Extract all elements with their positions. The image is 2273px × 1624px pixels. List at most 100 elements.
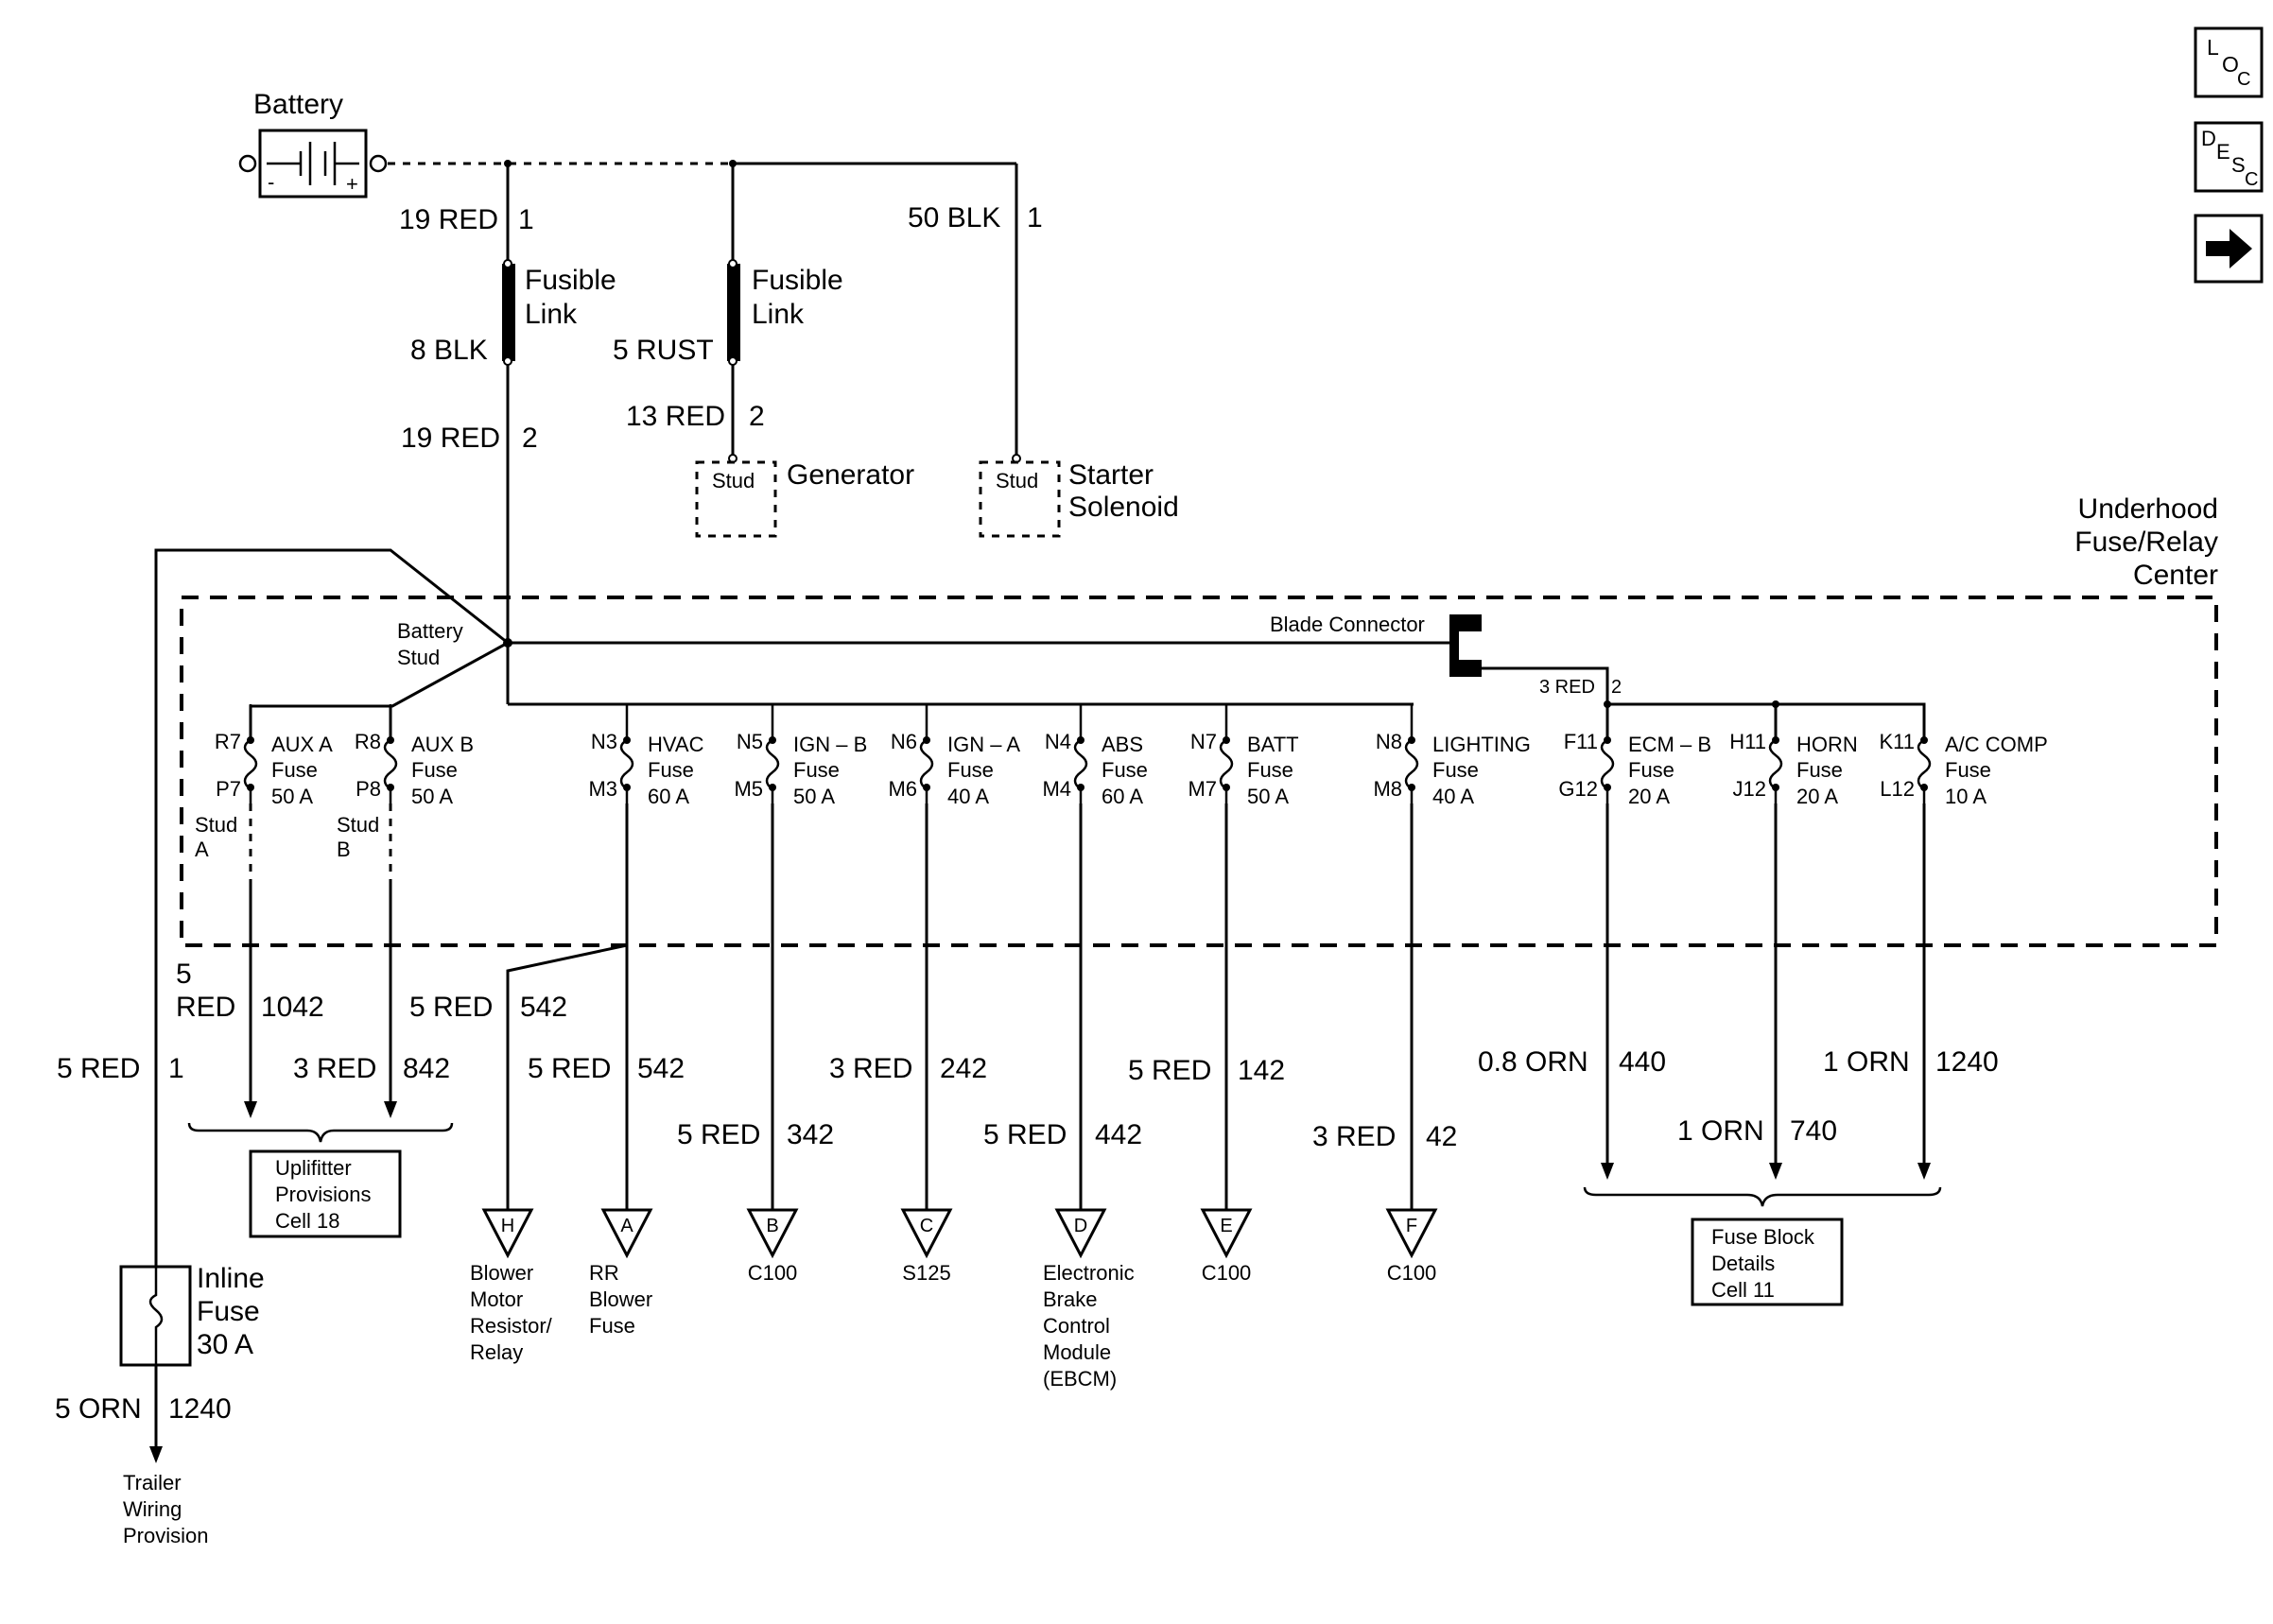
- desc-button[interactable]: D E S C: [2194, 121, 2264, 193]
- svg-text:Cell 18: Cell 18: [275, 1209, 339, 1233]
- svg-text:50 A: 50 A: [793, 785, 835, 808]
- svg-text:20 A: 20 A: [1796, 785, 1838, 808]
- svg-text:IGN – A: IGN – A: [947, 733, 1020, 756]
- next-arrow-button[interactable]: [2194, 214, 2264, 284]
- svg-text:42: 42: [1426, 1121, 1457, 1152]
- svg-text:Wiring: Wiring: [123, 1497, 182, 1521]
- svg-text:2: 2: [1611, 677, 1622, 698]
- generator-label: Generator: [787, 459, 914, 491]
- svg-text:20 A: 20 A: [1628, 785, 1670, 808]
- svg-text:M7: M7: [1188, 777, 1217, 801]
- svg-text:Blade Connector: Blade Connector: [1270, 613, 1425, 636]
- svg-text:30 A: 30 A: [197, 1329, 253, 1360]
- svg-text:HORN: HORN: [1796, 733, 1858, 756]
- svg-text:440: 440: [1619, 1046, 1666, 1078]
- svg-text:RED: RED: [176, 992, 235, 1023]
- svg-text:740: 740: [1790, 1115, 1837, 1147]
- svg-text:Resistor/: Resistor/: [470, 1314, 553, 1338]
- svg-text:E: E: [1220, 1216, 1232, 1236]
- fuse-relay-center-outline: [180, 596, 2218, 947]
- svg-text:F: F: [1406, 1216, 1417, 1236]
- svg-text:50 BLK: 50 BLK: [908, 202, 1000, 233]
- generator-stud: Stud: [695, 460, 777, 538]
- svg-text:N4: N4: [1045, 730, 1071, 753]
- svg-text:C100: C100: [1202, 1261, 1252, 1285]
- svg-text:M8: M8: [1373, 777, 1402, 801]
- svg-text:542: 542: [637, 1053, 685, 1084]
- svg-text:5 RED: 5 RED: [57, 1053, 140, 1084]
- svg-text:S125: S125: [902, 1261, 950, 1285]
- svg-text:N7: N7: [1190, 730, 1217, 753]
- svg-text:Center: Center: [2133, 560, 2218, 591]
- svg-text:ECM – B: ECM – B: [1628, 733, 1711, 756]
- svg-text:19 RED: 19 RED: [399, 204, 498, 235]
- svg-text:442: 442: [1095, 1119, 1142, 1150]
- svg-text:P7: P7: [216, 777, 241, 801]
- svg-text:842: 842: [403, 1053, 450, 1084]
- svg-text:M3: M3: [588, 777, 617, 801]
- battery-label: Battery: [253, 89, 343, 120]
- svg-text:5 RED: 5 RED: [1128, 1055, 1211, 1086]
- svg-text:BATT: BATT: [1247, 733, 1299, 756]
- loc-button[interactable]: L O C: [2194, 26, 2264, 98]
- svg-text:Starter: Starter: [1068, 459, 1154, 491]
- svg-text:Fuse: Fuse: [1432, 758, 1479, 782]
- svg-text:60 A: 60 A: [1102, 785, 1143, 808]
- svg-text:Fuse: Fuse: [793, 758, 840, 782]
- svg-text:C: C: [2237, 69, 2250, 90]
- svg-text:+: +: [346, 172, 358, 196]
- svg-text:Control: Control: [1043, 1314, 1110, 1338]
- svg-text:Fuse: Fuse: [411, 758, 458, 782]
- svg-text:Fuse/Relay: Fuse/Relay: [2074, 527, 2218, 558]
- svg-text:-: -: [268, 170, 274, 194]
- svg-text:L: L: [2207, 35, 2219, 60]
- svg-text:M4: M4: [1042, 777, 1071, 801]
- svg-text:M6: M6: [888, 777, 917, 801]
- svg-text:1042: 1042: [261, 992, 324, 1023]
- svg-text:H: H: [501, 1216, 514, 1236]
- svg-text:Stud: Stud: [337, 813, 379, 837]
- svg-text:Module: Module: [1043, 1340, 1111, 1364]
- svg-text:Stud: Stud: [712, 469, 755, 492]
- svg-text:1240: 1240: [1935, 1046, 1999, 1078]
- right-arrow-icon: [2206, 229, 2252, 268]
- svg-text:L12: L12: [1880, 777, 1915, 801]
- svg-text:N8: N8: [1376, 730, 1402, 753]
- svg-text:B: B: [766, 1216, 778, 1236]
- svg-text:R7: R7: [215, 730, 241, 753]
- svg-text:A/C COMP: A/C COMP: [1945, 733, 2048, 756]
- svg-text:8 BLK: 8 BLK: [410, 335, 488, 366]
- svg-text:D: D: [1074, 1216, 1087, 1236]
- svg-text:3 RED: 3 RED: [829, 1053, 912, 1084]
- svg-text:S: S: [2231, 153, 2246, 177]
- svg-text:40 A: 40 A: [1432, 785, 1474, 808]
- svg-text:F11: F11: [1564, 730, 1598, 753]
- svg-text:Battery: Battery: [397, 619, 463, 643]
- svg-text:0.8 ORN: 0.8 ORN: [1478, 1046, 1588, 1078]
- svg-text:R8: R8: [355, 730, 381, 753]
- svg-text:Brake: Brake: [1043, 1287, 1097, 1311]
- svg-text:C100: C100: [1387, 1261, 1437, 1285]
- svg-text:1240: 1240: [168, 1393, 232, 1425]
- svg-text:242: 242: [940, 1053, 987, 1084]
- svg-text:10 A: 10 A: [1945, 785, 1987, 808]
- svg-text:40 A: 40 A: [947, 785, 989, 808]
- svg-text:5 RED: 5 RED: [409, 992, 493, 1023]
- svg-text:Fuse: Fuse: [271, 758, 318, 782]
- svg-text:Underhood: Underhood: [2078, 493, 2218, 525]
- svg-text:Trailer: Trailer: [123, 1471, 182, 1494]
- svg-text:Relay: Relay: [470, 1340, 523, 1364]
- connector-e: E C100: [1200, 1208, 1253, 1285]
- svg-text:A: A: [620, 1216, 633, 1236]
- svg-text:1: 1: [168, 1053, 184, 1084]
